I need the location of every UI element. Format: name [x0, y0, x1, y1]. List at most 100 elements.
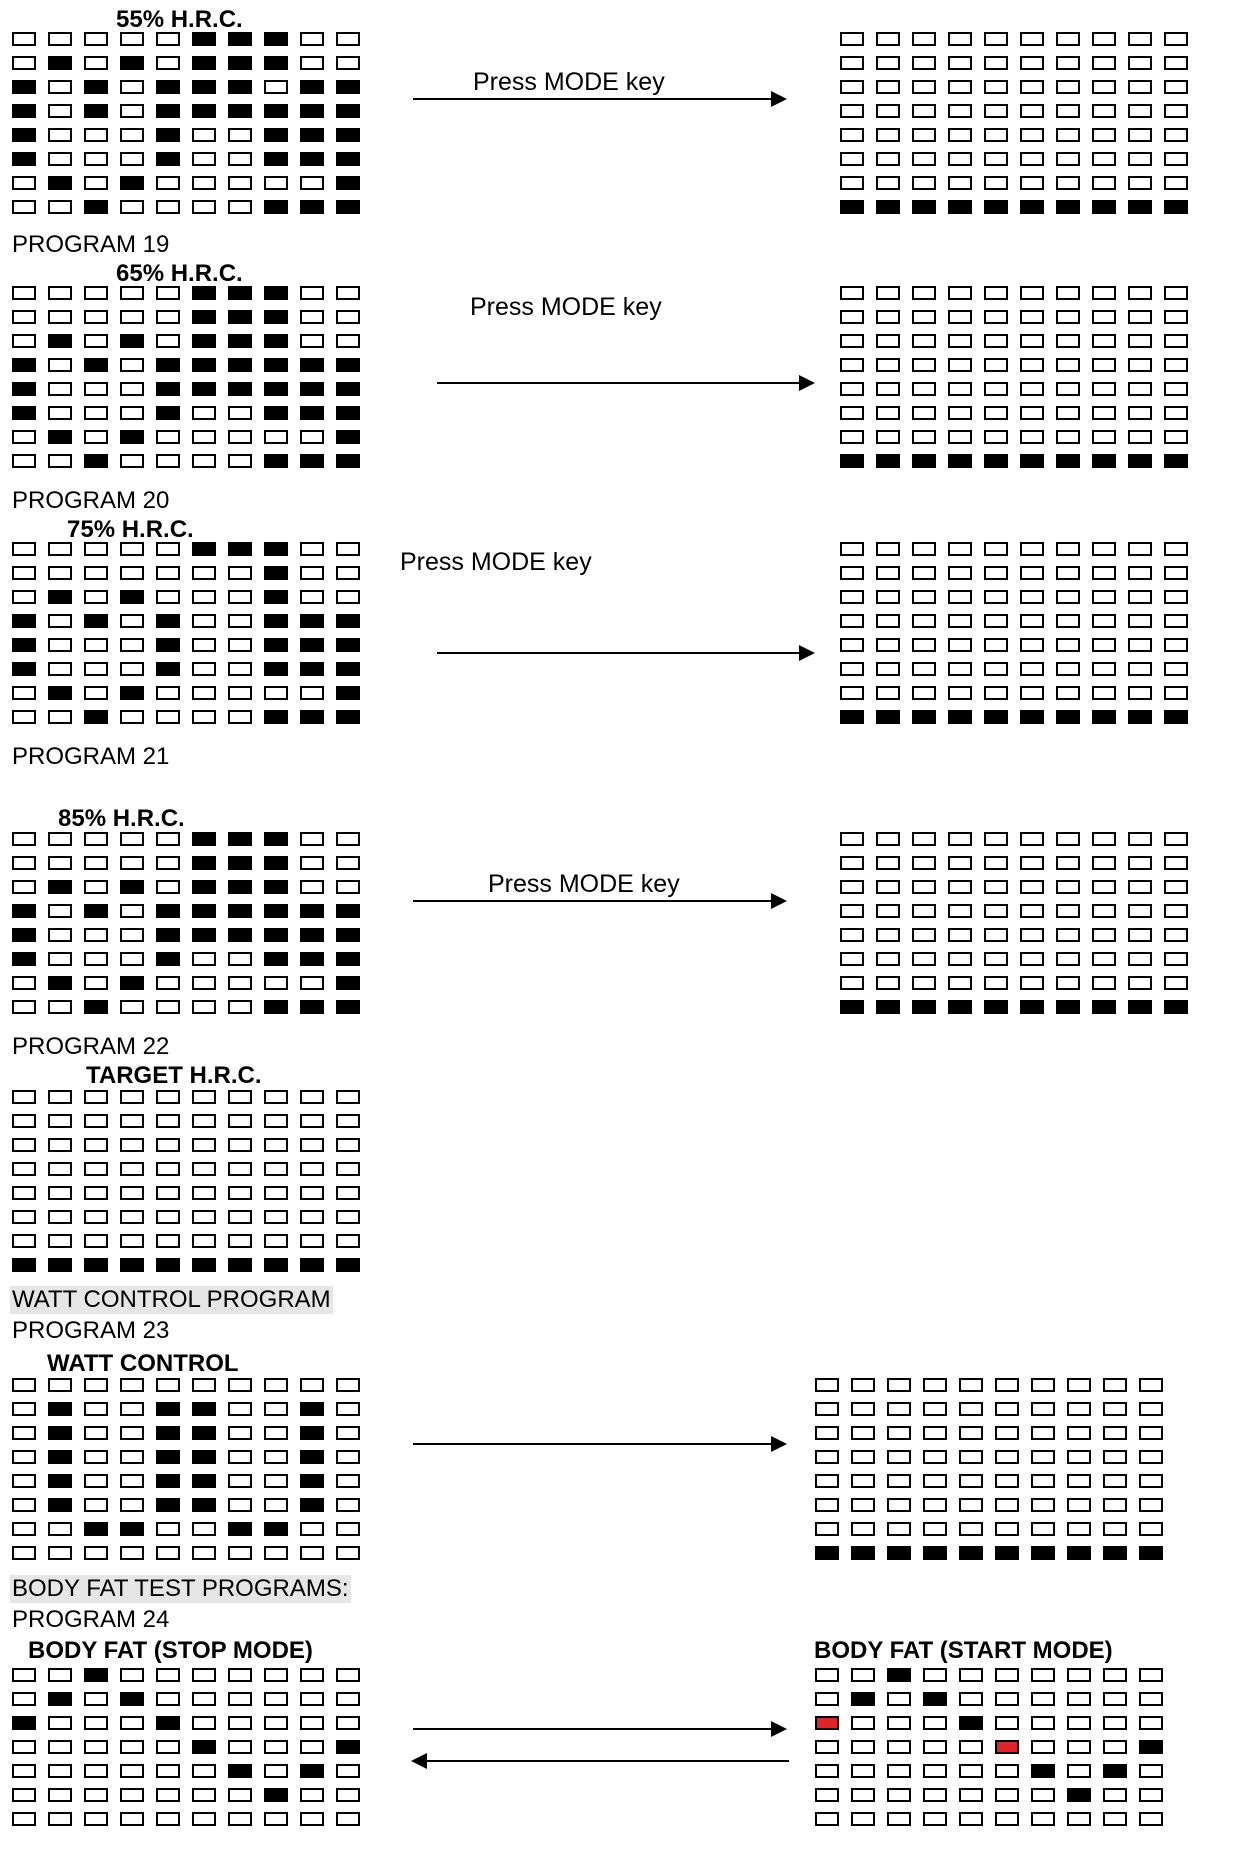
led-cell [1056, 454, 1080, 468]
led-cell [48, 710, 72, 724]
led-cell [300, 976, 324, 990]
led-cell [156, 880, 180, 894]
led-cell [1139, 1788, 1163, 1802]
led-cell [840, 334, 864, 348]
led-cell [120, 1474, 144, 1488]
led-cell [1164, 542, 1188, 556]
led-cell [876, 32, 900, 46]
led-cell [1139, 1498, 1163, 1512]
led-cell [84, 976, 108, 990]
led-cell [995, 1740, 1019, 1754]
led-cell [1164, 80, 1188, 94]
led-cell [876, 952, 900, 966]
led-cell [156, 286, 180, 300]
led-cell [120, 1378, 144, 1392]
led-cell [156, 334, 180, 348]
led-cell [1092, 32, 1116, 46]
led-cell [1103, 1740, 1127, 1754]
led-cell [120, 1210, 144, 1224]
arrow-left-6 [411, 1753, 789, 1769]
led-cell [12, 56, 36, 70]
led-cell [300, 1740, 324, 1754]
led-cell [336, 358, 360, 372]
led-cell [1128, 590, 1152, 604]
led-cell [1020, 382, 1044, 396]
led-cell [120, 686, 144, 700]
led-cell [120, 80, 144, 94]
led-cell [948, 406, 972, 420]
led-cell [48, 1450, 72, 1464]
led-cell [156, 1162, 180, 1176]
led-cell [1092, 310, 1116, 324]
led-cell [1128, 152, 1152, 166]
led-cell [156, 1258, 180, 1272]
led-cell [1164, 104, 1188, 118]
led-cell [1128, 1000, 1152, 1014]
led-cell [264, 406, 288, 420]
led-cell [12, 1668, 36, 1682]
led-cell [12, 1788, 36, 1802]
led-cell [1164, 382, 1188, 396]
led-cell [948, 904, 972, 918]
led-cell [1020, 928, 1044, 942]
led-cell [840, 880, 864, 894]
led-cell [336, 1788, 360, 1802]
led-cell [12, 1138, 36, 1152]
led-cell [1103, 1764, 1127, 1778]
led-cell [876, 832, 900, 846]
led-cell [120, 176, 144, 190]
led-cell [264, 1378, 288, 1392]
led-cell [984, 686, 1008, 700]
led-cell [815, 1716, 839, 1730]
led-cell [48, 1210, 72, 1224]
led-cell [12, 1378, 36, 1392]
led-cell [120, 1788, 144, 1802]
led-cell [228, 638, 252, 652]
led-cell [1056, 542, 1080, 556]
led-cell [12, 128, 36, 142]
led-cell [876, 176, 900, 190]
led-cell [156, 56, 180, 70]
led-cell [300, 80, 324, 94]
led-cell [264, 1000, 288, 1014]
led-cell [12, 832, 36, 846]
press-mode-label-3: Press MODE key [400, 548, 592, 576]
led-cell [336, 176, 360, 190]
led-cell [84, 904, 108, 918]
led-cell [840, 56, 864, 70]
led-cell [192, 104, 216, 118]
led-cell [948, 1000, 972, 1014]
led-cell [1164, 928, 1188, 942]
led-cell [300, 1426, 324, 1440]
led-cell [84, 1474, 108, 1488]
led-cell [300, 638, 324, 652]
led-cell [995, 1450, 1019, 1464]
led-cell [300, 1234, 324, 1248]
led-cell [912, 310, 936, 324]
title-body-fat-stop: BODY FAT (STOP MODE) [28, 1637, 313, 1664]
led-cell [1056, 286, 1080, 300]
led-cell [887, 1426, 911, 1440]
led-cell [887, 1474, 911, 1488]
led-cell [192, 176, 216, 190]
led-cell [336, 976, 360, 990]
led-cell [948, 976, 972, 990]
led-cell [48, 1764, 72, 1778]
led-cell [48, 1090, 72, 1104]
led-cell [840, 976, 864, 990]
led-cell [1056, 590, 1080, 604]
led-cell [192, 32, 216, 46]
led-cell [228, 1498, 252, 1512]
led-cell [84, 406, 108, 420]
led-cell [48, 56, 72, 70]
led-cell [12, 1740, 36, 1754]
led-cell [12, 1426, 36, 1440]
led-cell [120, 310, 144, 324]
led-cell [912, 686, 936, 700]
led-cell [1139, 1546, 1163, 1560]
led-cell [84, 430, 108, 444]
led-cell [156, 128, 180, 142]
led-cell [948, 128, 972, 142]
led-cell [887, 1546, 911, 1560]
led-cell [815, 1788, 839, 1802]
